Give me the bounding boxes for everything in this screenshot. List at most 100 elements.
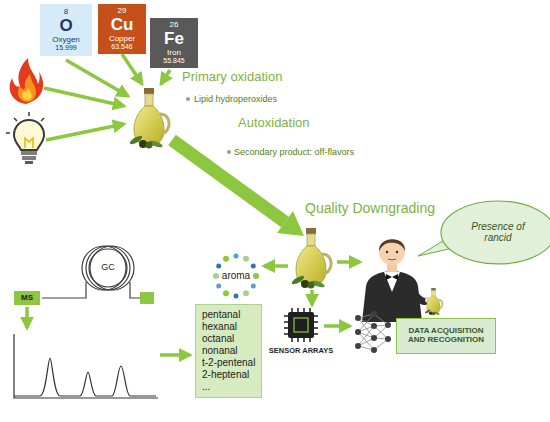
aroma-dots	[216, 284, 221, 289]
speech-bubble-text: Presence of rancid	[462, 221, 534, 243]
element-tile: 8OOxygen15.999	[40, 4, 92, 56]
stage-heading: Primary oxidation	[182, 70, 282, 85]
neural-network-icon	[355, 315, 361, 321]
element-tile-text: Iron	[167, 49, 181, 58]
cause-arrows	[66, 60, 128, 96]
bullet-dot	[186, 97, 190, 101]
data-box-text: DATA ACQUISITION AND RECOGNITION	[402, 327, 490, 345]
taster-figure	[424, 288, 442, 315]
compound-list: pentanalhexanaloctanalnonanalt-2-pentena…	[195, 304, 262, 398]
stage-heading: Quality Downgrading	[305, 200, 435, 216]
cause-arrows	[44, 88, 124, 106]
chromatogram	[14, 358, 156, 396]
element-tile-text: 63.546	[111, 43, 132, 51]
bullet-dot	[227, 150, 231, 154]
neural-network-icon	[371, 311, 377, 317]
gc-column	[82, 246, 126, 290]
chromatogram	[14, 334, 158, 398]
element-tile-text: 15.999	[55, 44, 76, 52]
light-bulb-icon	[25, 138, 33, 148]
flame-icon	[22, 88, 32, 100]
element-tile-text: 29	[118, 7, 127, 16]
olive-oil-bottle	[291, 228, 331, 289]
aroma-dots	[234, 254, 239, 259]
cause-arrows	[161, 70, 170, 84]
aroma-dots	[216, 264, 221, 269]
taster-figure	[379, 239, 405, 265]
compound-list-text: t-2-pentenal	[202, 357, 255, 369]
compound-list-text: octanal	[202, 333, 234, 345]
neural-network-icon	[371, 323, 377, 329]
element-tile: 26FeIron55.845	[150, 18, 198, 68]
light-bulb-icon	[6, 112, 44, 133]
bullet-dot	[186, 97, 231, 154]
element-tile-text: Cu	[111, 16, 134, 35]
result-arrows	[25, 307, 29, 328]
light-bulb-icon	[25, 161, 33, 164]
result-arrows	[337, 260, 360, 264]
taster-figure	[384, 272, 400, 292]
downgrade-arrow	[277, 211, 304, 236]
gc-column	[130, 282, 140, 298]
aroma-dots	[251, 264, 256, 269]
aroma-dots	[213, 254, 259, 299]
gc-column	[89, 249, 127, 287]
compound-list-text: ...	[202, 381, 210, 393]
light-bulb-icon	[22, 156, 36, 160]
aroma-dots	[213, 273, 219, 279]
light-bulb-icon	[21, 151, 37, 155]
cause-arrows	[46, 124, 124, 140]
gc-injector	[140, 292, 154, 304]
sensor-chip	[288, 312, 314, 338]
sensor-chip	[284, 308, 318, 342]
neural-network-icon	[371, 335, 377, 341]
element-tile-text: 55.845	[163, 57, 184, 65]
taster-figure	[386, 274, 398, 280]
stage-heading: Autoxidation	[238, 116, 310, 131]
compound-list-text: pentanal	[202, 309, 240, 321]
aroma-dots	[243, 256, 249, 262]
flame-icon	[10, 58, 44, 104]
bullet-text: Secondary product: off-flavors	[234, 147, 354, 157]
sensor-label: SENSOR ARRAYS	[269, 347, 333, 356]
element-tile-text: 26	[170, 21, 179, 30]
taster-figure	[396, 251, 398, 253]
result-arrows	[27, 262, 360, 355]
ms-box-text: MS	[21, 294, 33, 303]
aroma-dots	[234, 294, 239, 299]
chromatogram	[14, 334, 158, 398]
gc-column	[86, 246, 130, 290]
olive-oil-bottle	[129, 88, 169, 149]
cause-arrows	[122, 54, 142, 84]
taster-figure	[379, 239, 405, 251]
neural-network-icon	[355, 311, 391, 353]
aroma-dots	[243, 290, 249, 296]
element-tile-text: Fe	[164, 30, 184, 49]
neural-network-icon	[385, 336, 391, 342]
element-tile-text: 8	[64, 8, 68, 17]
compound-list-text: nonanal	[202, 345, 238, 357]
element-tile-text: Copper	[109, 35, 135, 44]
result-arrows	[324, 324, 350, 328]
neural-network-icon	[358, 314, 388, 350]
taster-figure	[386, 251, 388, 253]
bullet-text: Lipid hydroperoxides	[194, 94, 277, 104]
result-arrows	[310, 290, 314, 305]
compound-list-text: 2-heptenal	[202, 369, 249, 381]
taster-figure	[388, 259, 396, 260]
light-bulb-icon	[14, 120, 44, 150]
neural-network-icon	[371, 347, 377, 353]
gc-label: GC	[101, 262, 115, 272]
flame-icon	[18, 74, 36, 102]
result-arrows	[264, 264, 288, 268]
aroma-dots	[253, 273, 259, 279]
light-bulb-icon	[6, 112, 44, 164]
gc-column	[42, 282, 86, 298]
neural-network-icon	[355, 329, 361, 335]
speech-bubble: Presence of rancid	[440, 200, 550, 265]
gc-column	[42, 246, 140, 298]
taster-figure	[362, 239, 443, 322]
ms-box: MS	[14, 291, 40, 305]
element-tile-text: O	[59, 17, 72, 36]
